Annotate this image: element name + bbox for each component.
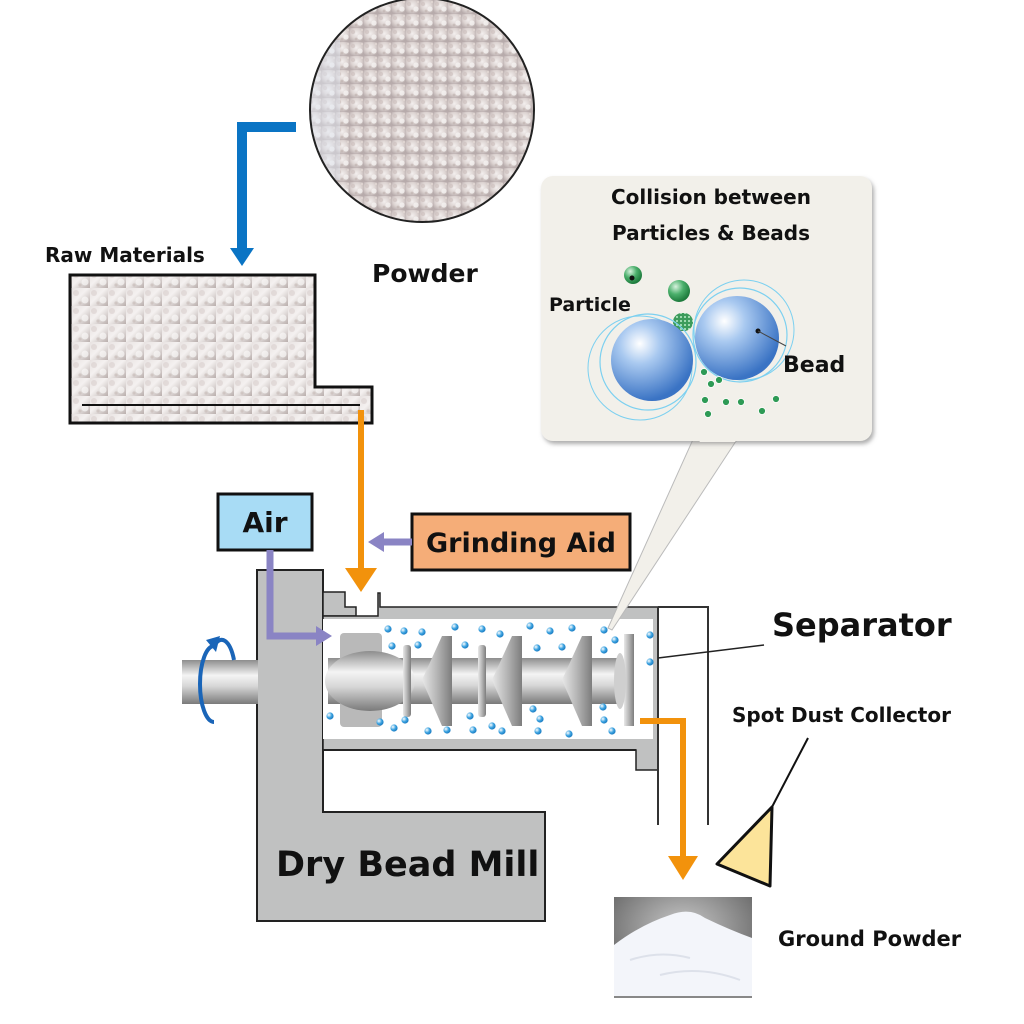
rotation-arrow-icon <box>198 636 236 724</box>
grinding-bead <box>568 624 576 632</box>
grinding-bead <box>646 631 654 639</box>
bead-icon <box>587 313 697 421</box>
grinding-bead <box>414 641 422 649</box>
separator <box>657 606 765 825</box>
grinding-bead <box>424 727 432 735</box>
grinding-bead <box>390 724 398 732</box>
collision-title-line2: Particles & Beads <box>612 221 810 245</box>
grinding-bead <box>498 727 506 735</box>
grinding-bead <box>529 705 537 713</box>
grinding-bead <box>401 716 409 724</box>
separator-leader-line <box>657 644 765 659</box>
grinding-bead <box>400 627 408 635</box>
raw-materials-hopper <box>68 273 374 425</box>
grinding-bead <box>388 642 396 650</box>
grinding-bead <box>384 625 392 633</box>
drive-shaft <box>182 660 258 704</box>
mill-frame <box>256 569 546 922</box>
grinding-aid-arrow <box>368 532 412 552</box>
spot-dust-collector-label: Spot Dust Collector <box>732 703 951 727</box>
grinding-bead <box>466 712 474 720</box>
ground-powder-image <box>614 897 752 998</box>
grinding-bead <box>451 623 459 631</box>
separator-label: Separator <box>772 606 952 644</box>
collision-callout: Collision between Particles & Beads Part… <box>541 176 872 442</box>
grinding-bead <box>376 718 384 726</box>
particle-label: Particle <box>549 294 631 316</box>
grinding-bead <box>496 630 504 638</box>
material-flow-arrow-outlet <box>640 718 698 880</box>
dust-collector-leader-line <box>771 737 809 808</box>
grinding-bead <box>600 626 608 634</box>
grinding-bead <box>608 727 616 735</box>
grinding-bead <box>565 730 573 738</box>
grinding-bead <box>443 726 451 734</box>
bead-label: Bead <box>783 353 845 378</box>
grinding-bead <box>546 627 554 635</box>
air-box: Air <box>216 492 314 552</box>
grinding-bead <box>558 643 566 651</box>
grinding-bead <box>461 641 469 649</box>
material-flow-arrow-inlet <box>345 410 377 592</box>
raw-materials-label: Raw Materials <box>45 243 205 267</box>
grinding-beads <box>326 622 654 738</box>
rotor <box>325 633 634 727</box>
powder-image <box>309 0 535 223</box>
feed-arrow <box>230 122 296 266</box>
spot-dust-collector <box>715 737 809 888</box>
fractured-particle-icon <box>673 313 693 331</box>
bead-icon <box>692 279 795 383</box>
air-flow-arrow <box>266 550 332 646</box>
grinding-aid-box: Grinding Aid <box>410 512 632 572</box>
grinding-bead <box>533 644 541 652</box>
grinding-bead <box>536 715 544 723</box>
grinding-bead <box>326 712 334 720</box>
collision-title-line1: Collision between <box>611 185 811 209</box>
grinding-bead <box>478 625 486 633</box>
particle-icon <box>624 266 642 284</box>
air-label: Air <box>242 506 287 539</box>
grinding-bead <box>418 628 426 636</box>
grinding-aid-label: Grinding Aid <box>426 528 616 559</box>
grinding-bead <box>488 722 496 730</box>
grinding-bead <box>534 727 542 735</box>
grinding-bead <box>526 622 534 630</box>
particle-icon <box>668 280 690 302</box>
grinding-bead <box>611 636 619 644</box>
grinding-bead <box>646 658 654 666</box>
powder-label: Powder <box>372 259 478 288</box>
grinding-bead <box>599 703 607 711</box>
ground-powder-label: Ground Powder <box>778 927 962 951</box>
grinding-bead <box>600 716 608 724</box>
particle-fragments <box>700 368 780 418</box>
grinding-bead <box>600 646 608 654</box>
dry-bead-mill-label: Dry Bead Mill <box>276 845 539 885</box>
grinding-bead <box>469 726 477 734</box>
